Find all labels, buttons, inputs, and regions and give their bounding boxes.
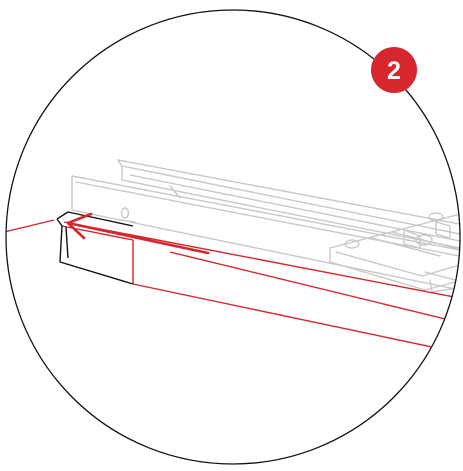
step-badge: 2	[371, 47, 417, 93]
detail-circle	[5, 9, 461, 465]
end-cap-outline	[56, 211, 134, 285]
highlighted-slide-cover	[6, 219, 460, 356]
step-number: 2	[387, 57, 401, 85]
arrow-left-icon	[66, 212, 210, 255]
